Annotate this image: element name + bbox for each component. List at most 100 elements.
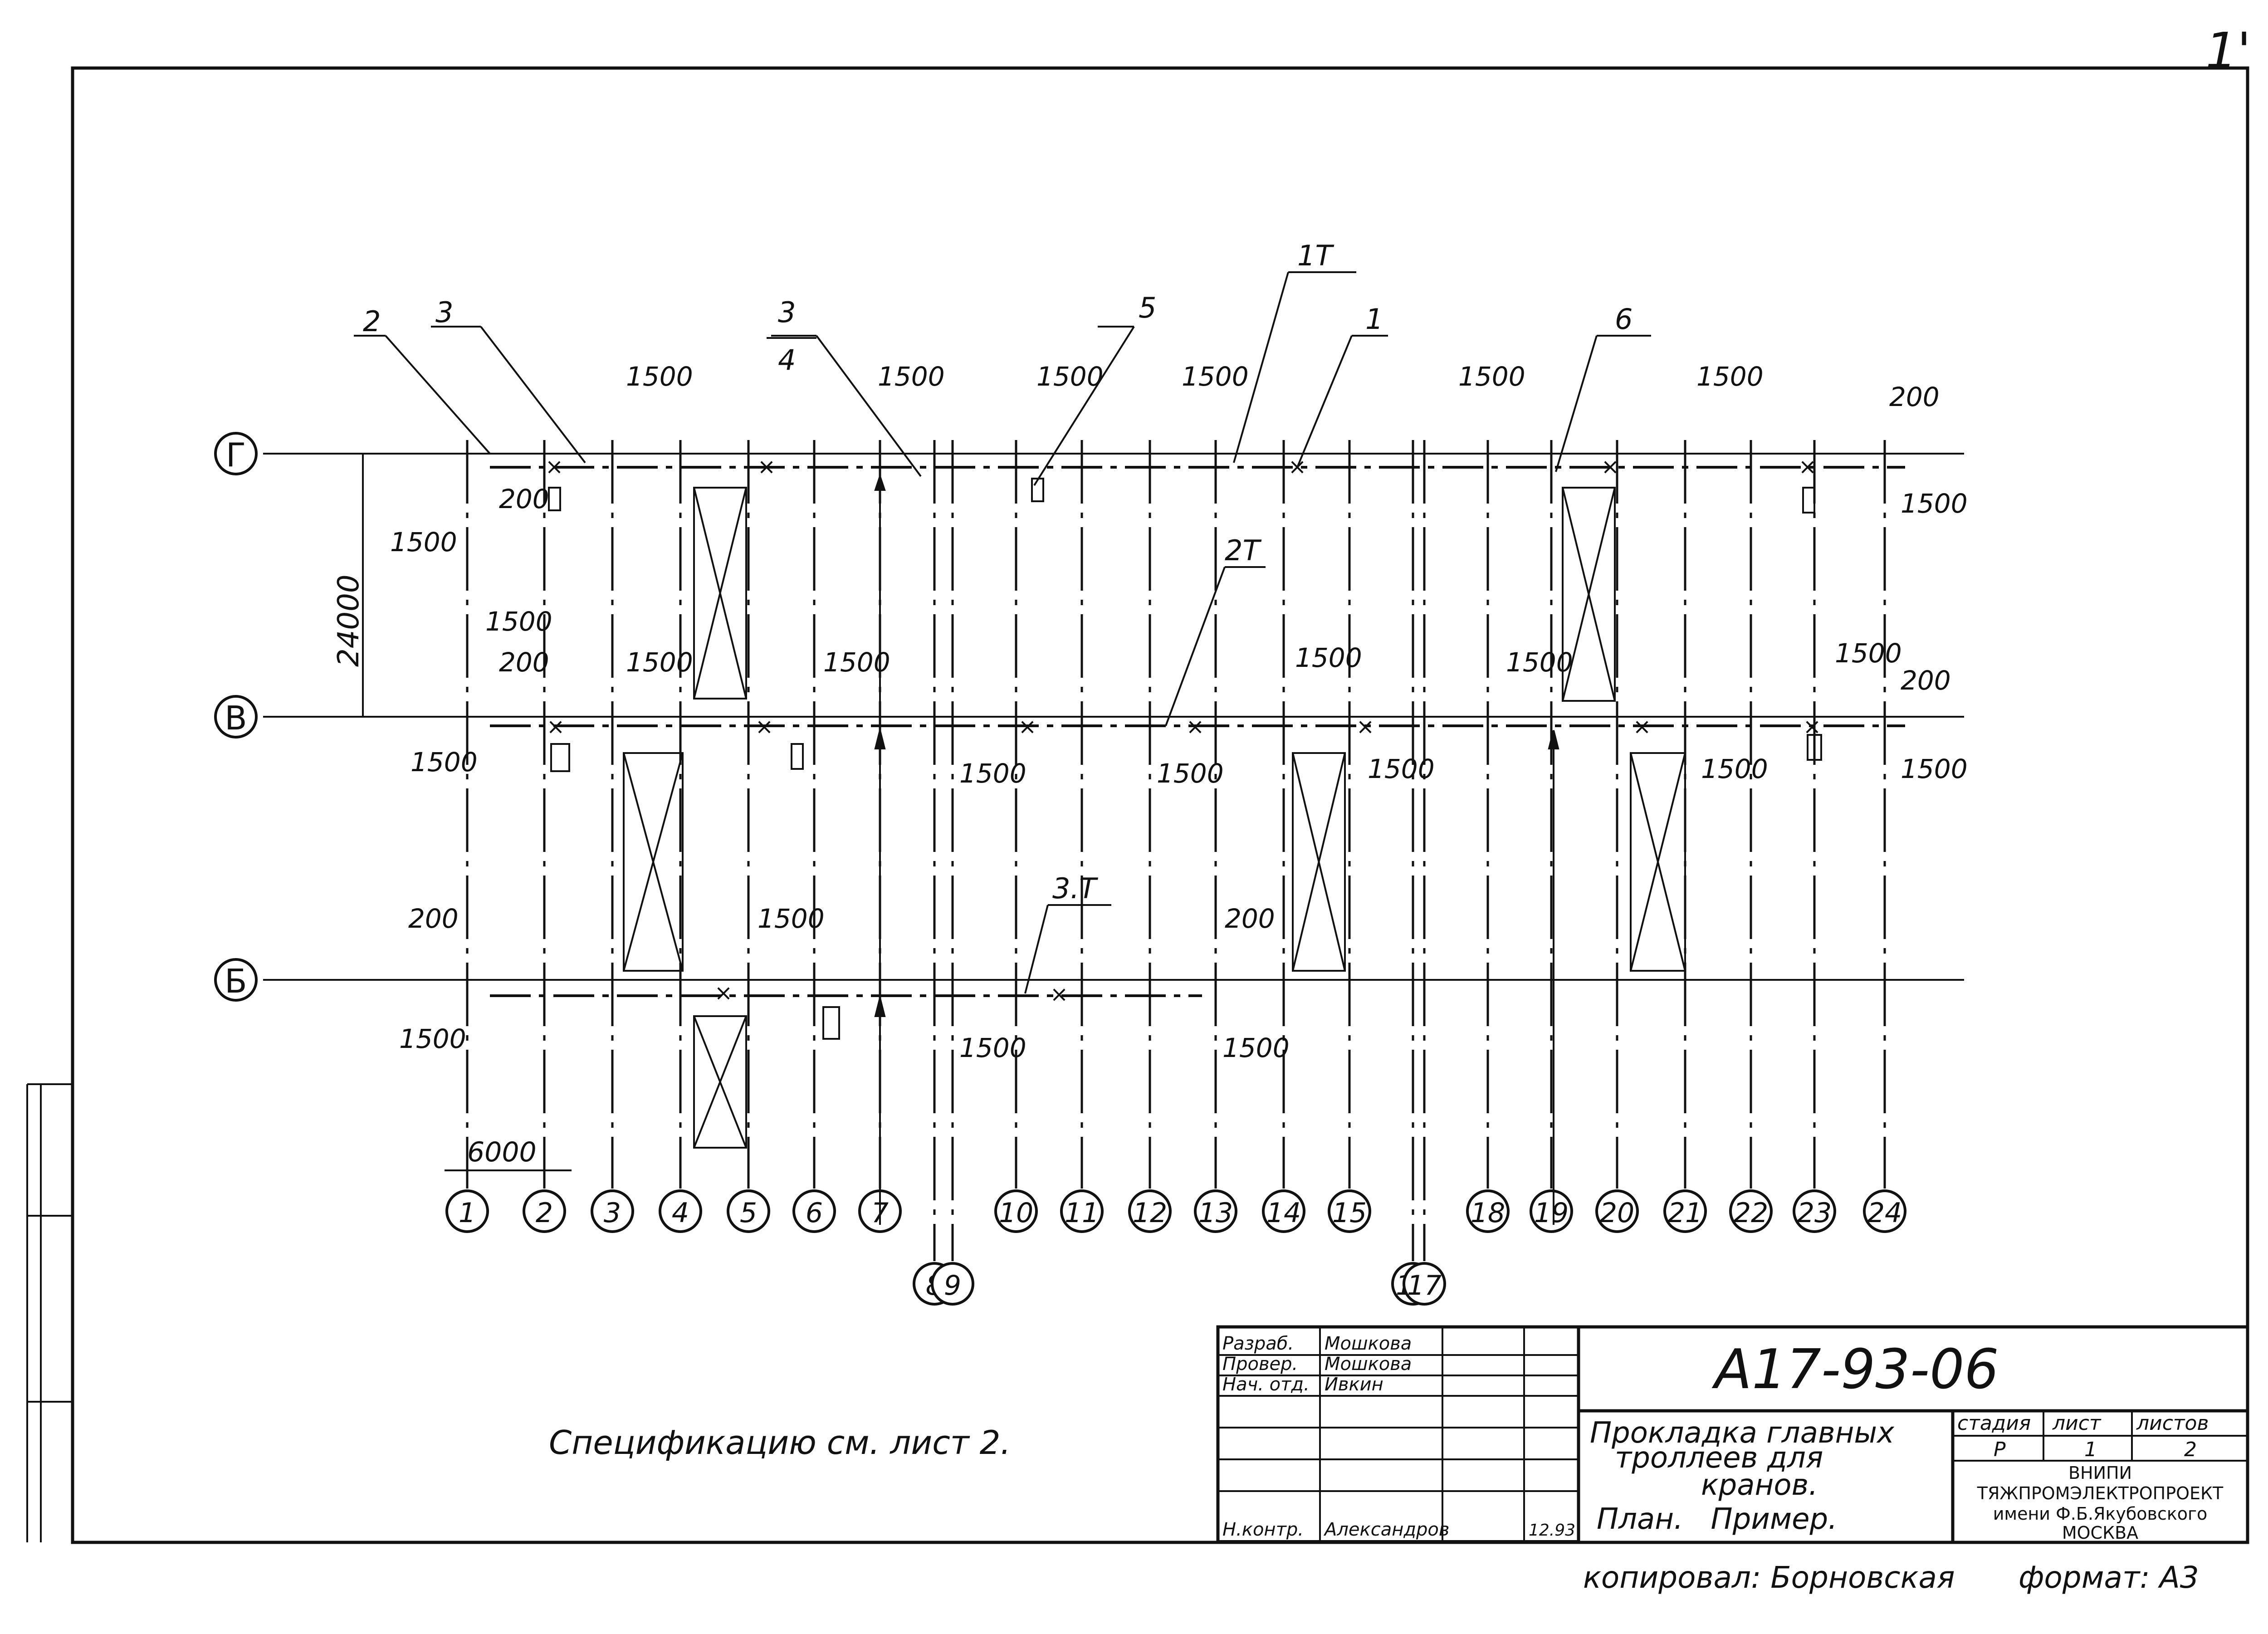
svg-text:×: × [1633,714,1651,739]
title-block-name: Мошкова [1325,1354,1412,1375]
specification-note: Спецификацию см. лист 2. [549,1424,1011,1462]
dimension-label: 1500 [1295,642,1362,673]
stage-header: стадия [1957,1412,2031,1435]
column-axis-marker [1060,1189,1104,1233]
stage-value: Р [1994,1438,2006,1461]
svg-text:×: × [1050,982,1068,1007]
org-line-3: имени Ф.Б.Якубовского [1993,1504,2208,1524]
crane-box [693,487,747,700]
column-axis-label: 22 [1734,1197,1768,1229]
svg-text:×: × [755,714,773,739]
corner-mark: 1' [2205,22,2251,80]
dimension-label: 200 [1901,665,1951,696]
column-axis-marker [1663,1189,1707,1233]
drawing-title-line-4: План. Пример. [1597,1502,1837,1536]
org-line-1: ВНИПИ [2068,1463,2132,1483]
leader-label-1: 1 [1365,303,1383,336]
feed-boxes [548,478,1822,1040]
column-axis-marker [445,1189,489,1233]
title-block-name: Мошкова [1325,1333,1412,1354]
crane-positions [623,487,1686,1149]
column-axis-marker [931,1262,974,1306]
dimension-label: 1500 [758,903,825,934]
drawing-title-line-3: кранов. [1701,1468,1818,1502]
leader-label-6: 6 [1615,303,1633,336]
column-axis-marker [1128,1189,1172,1233]
column-axis-marker [1863,1189,1906,1233]
crane-box [1292,752,1346,972]
dimension-label: 1500 [1368,753,1435,784]
dimension-label: 1500 [1901,488,1968,519]
column-axis-marker [727,1189,770,1233]
organization: ВНИПИ ТЯЖПРОМЭЛЕКТРОПРОЕКТ имени Ф.Б.Яку… [1977,1463,2224,1543]
row-span-label: 24000 [332,574,366,667]
dimension-label: 1500 [411,747,478,778]
dimension-label: 1500 [1036,361,1104,392]
org-line-2: ТЯЖПРОМЭЛЕКТРОПРОЕКТ [1977,1483,2224,1503]
feed-box [791,743,804,770]
column-axis-label: 23 [1797,1197,1832,1229]
dimension-label: 200 [499,484,549,514]
drawing-title: Прокладка главных троллеев для кранов. П… [1590,1416,1895,1536]
sheets-header: листов [2136,1412,2209,1435]
dimension-label: 1500 [1222,1032,1290,1063]
svg-text:×: × [545,454,563,479]
column-axis-label: 14 [1266,1197,1301,1229]
leader-texts: 2 3 3 4 5 1Т 1 6 2Т 3.Т [363,239,1633,905]
row-axis-marker-v [214,695,258,739]
column-axis-label: 18 [1471,1197,1505,1229]
margin-stamp [26,1083,73,1542]
column-axis-label: 15 [1332,1197,1367,1229]
feed-box [1807,734,1822,761]
drawing-code: А17-93-06 [1711,1338,1999,1401]
column-axis-marker [1466,1189,1510,1233]
dimension-label: 1500 [626,647,693,678]
column-axis-marker [1328,1189,1371,1233]
column-axis-label: 4 [672,1197,689,1229]
feed-box [550,743,570,772]
row-axis-label-v: В [225,699,247,737]
title-block-date: 12.93 [1529,1521,1575,1540]
column-axis-label: 21 [1668,1197,1702,1229]
feed-box [822,1006,840,1040]
feed-box [1031,478,1044,502]
column-axis-marker [523,1189,566,1233]
dimension-label: 1500 [399,1023,466,1054]
column-axis-label: 9 [944,1270,961,1301]
dimension-label: 1500 [485,606,552,637]
dimension-label: 1500 [1701,753,1768,784]
crane-box [623,752,684,972]
leader-label-3: 3 [435,296,453,329]
org-line-4: МОСКВА [2062,1523,2138,1543]
svg-text:×: × [1186,714,1204,739]
column-axis-label: 20 [1600,1197,1634,1229]
column-axis-marker [659,1189,702,1233]
drawing-title-line-2: троллеев для [1615,1441,1823,1475]
column-axis-marker [1194,1189,1237,1233]
dimension-label: 1500 [1506,647,1573,678]
svg-text:×: × [1803,714,1821,739]
column-axis-markers: 123456789101112131415161718192021222324 [445,1189,1906,1306]
dimension-label: 1500 [1835,638,1902,669]
feed-box [1802,487,1815,514]
sheets-value: 2 [2184,1438,2197,1461]
column-axis-marker [994,1189,1038,1233]
paper-format: формат: А3 [2019,1560,2199,1595]
leader-label-2: 2 [363,305,381,338]
svg-text:×: × [1799,454,1817,479]
leader-label-5: 5 [1139,291,1156,324]
sheet-value: 1 [2084,1438,2097,1461]
crane-box [1630,752,1686,972]
column-axis-marker [1403,1262,1446,1306]
leader-labels [354,271,1651,994]
column-axis-label: 1 [459,1197,476,1229]
dimension-label: 1500 [390,527,457,558]
stage-headers: стадия лист листов Р 1 2 [1957,1412,2209,1461]
row-axis-marker-b [214,958,258,1002]
dimension-label: 1500 [1182,361,1249,392]
column-axis-label: 10 [999,1197,1033,1229]
dimension-label: 1500 [1458,361,1525,392]
dimension-label: 1500 [1696,361,1764,392]
rail-cross-marks: ××× ×× ××× ×××× ×× [545,454,1821,1007]
